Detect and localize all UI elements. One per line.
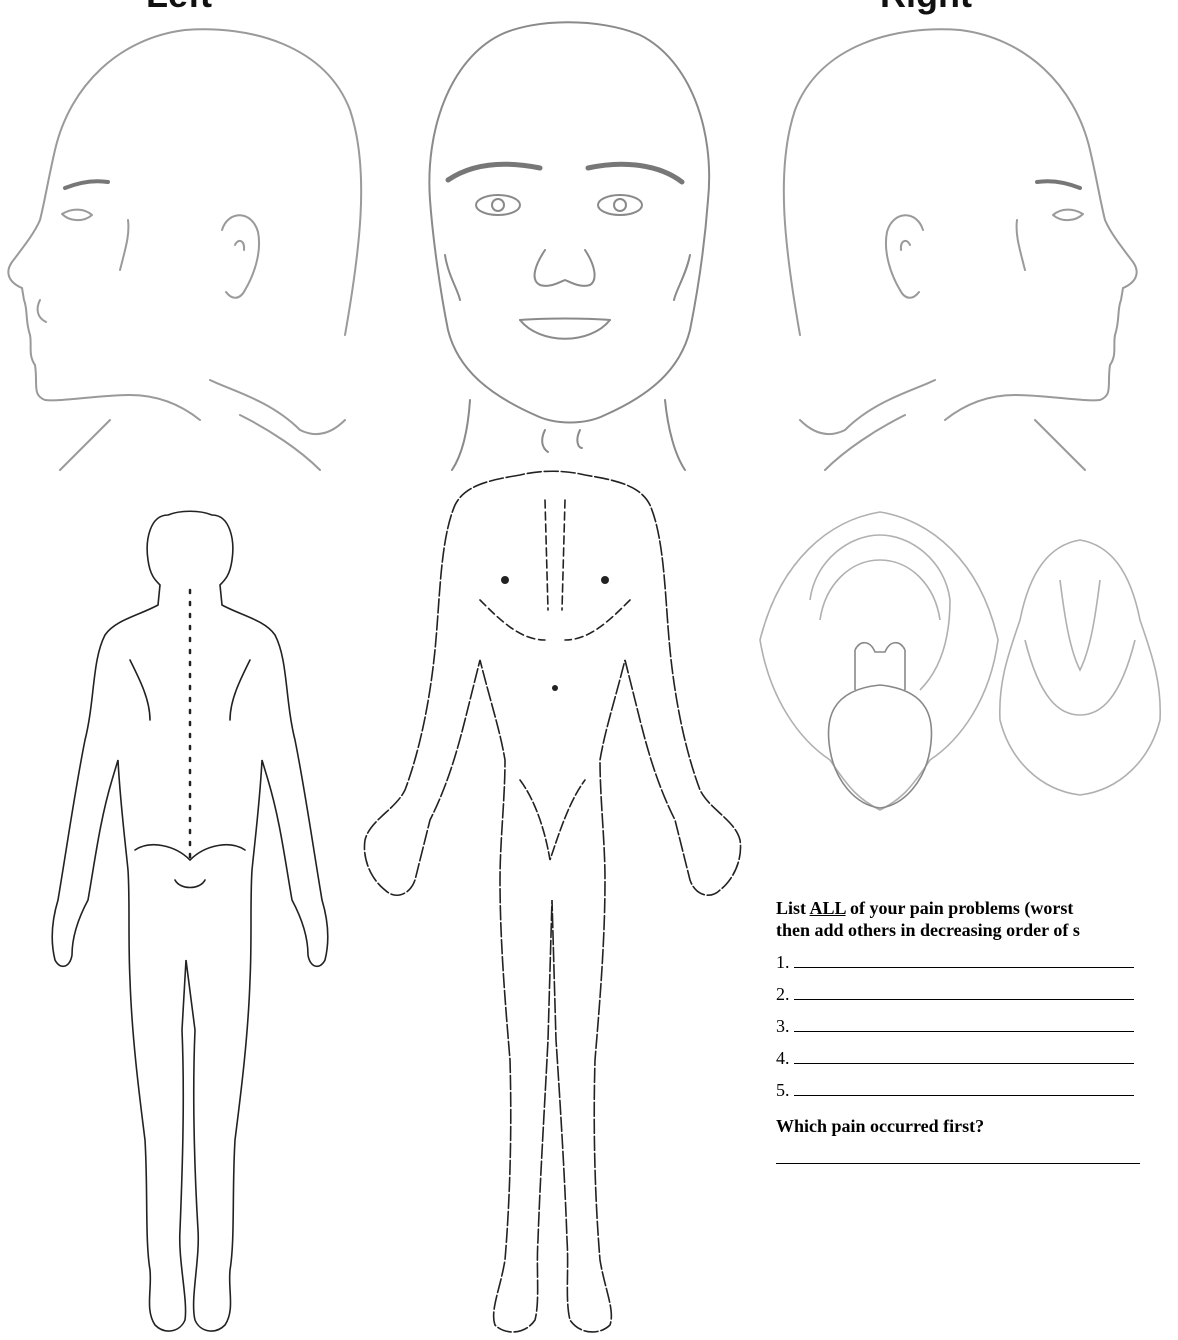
answer-blank[interactable] [794,983,1134,1000]
form-heading-line2: then add others in decreasing order of s [776,919,1178,941]
item-number: 3. [776,1016,790,1036]
item-number: 2. [776,984,790,1004]
pain-item-1[interactable]: 1. [776,951,1178,973]
answer-blank[interactable] [794,1079,1134,1096]
first-pain-answer-line[interactable] [776,1137,1140,1164]
head-left-profile [8,29,361,470]
first-pain-question: Which pain occurred first? [776,1115,1178,1137]
heading-text-start: List [776,898,810,918]
lower-jaw-diagram [1000,540,1160,795]
head-right-profile [784,29,1137,470]
answer-blank[interactable] [794,1047,1134,1064]
pain-item-2[interactable]: 2. [776,983,1178,1005]
pain-item-4[interactable]: 4. [776,1047,1178,1069]
item-number: 1. [776,952,790,972]
heading-text-end: of your pain problems (worst [846,898,1074,918]
item-number: 5. [776,1080,790,1100]
answer-blank[interactable] [794,951,1134,968]
head-front [429,22,709,470]
form-heading: List ALL of your pain problems (worst [776,897,1178,919]
pain-item-5[interactable]: 5. [776,1079,1178,1101]
body-front [364,471,740,1332]
heading-emphasis: ALL [810,898,846,918]
pain-item-3[interactable]: 3. [776,1015,1178,1037]
body-back [52,511,328,1331]
item-number: 4. [776,1048,790,1068]
pain-problems-form: List ALL of your pain problems (worst th… [776,897,1178,1164]
mouth-open-diagram [760,512,998,810]
answer-blank[interactable] [794,1015,1134,1032]
